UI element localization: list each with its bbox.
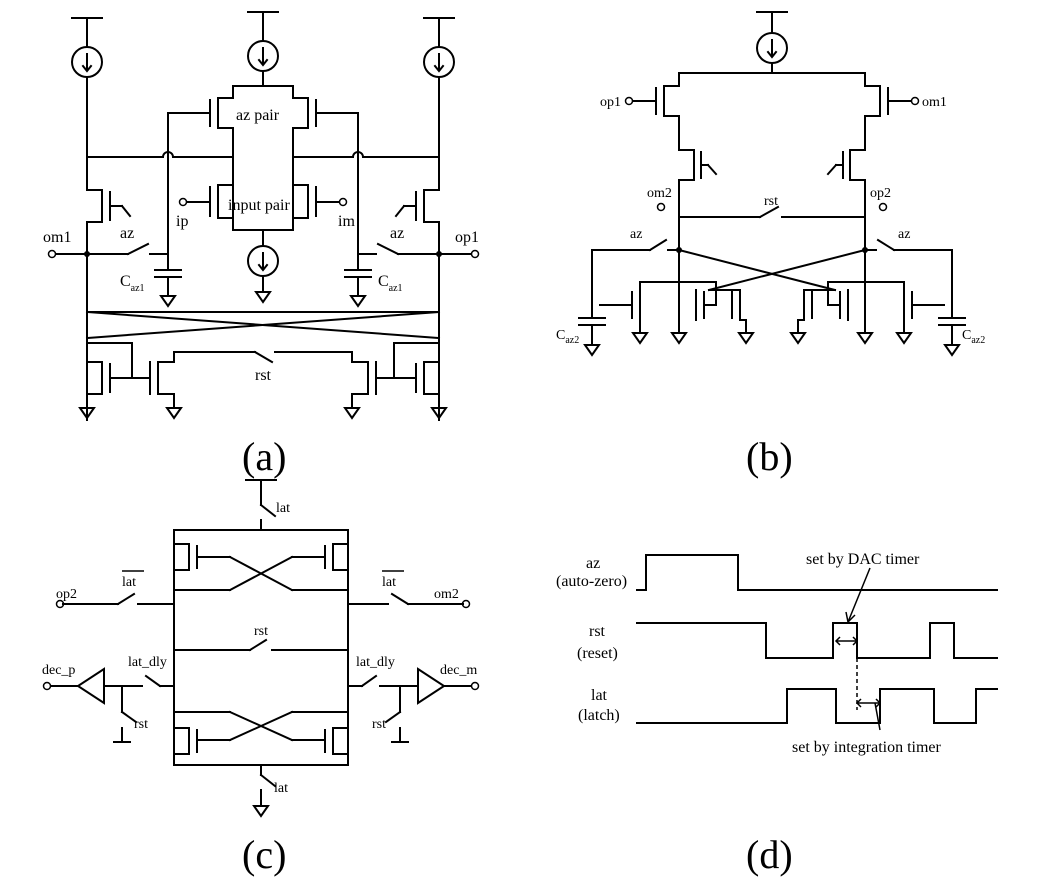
d-lat-name: lat xyxy=(591,687,608,704)
d-lat-desc: (latch) xyxy=(578,707,620,724)
a-cap-left-label: Caz1 xyxy=(120,273,145,294)
c-dec-m-label: dec_m xyxy=(440,663,477,678)
a-ip-label: ip xyxy=(176,213,188,230)
panel-b-caption: (b) xyxy=(746,434,793,479)
a-rst-label: rst xyxy=(255,367,272,384)
b-az-left-label: az xyxy=(630,227,642,242)
a-op1-label: op1 xyxy=(455,229,479,246)
panel-a-schematic xyxy=(47,11,480,421)
b-op1-label: op1 xyxy=(600,95,621,110)
b-op2-label: op2 xyxy=(870,186,891,201)
d-note-dac: set by DAC timer xyxy=(806,551,920,568)
panel-c-caption: (c) xyxy=(242,832,286,877)
a-im-label: im xyxy=(338,213,355,230)
b-rst-label: rst xyxy=(764,194,778,209)
c-rst-mid-label: rst xyxy=(254,624,268,639)
b-az-right-label: az xyxy=(898,227,910,242)
c-dec-p-label: dec_p xyxy=(42,663,75,678)
b-om2-label: om2 xyxy=(647,186,672,201)
a-az-left-label: az xyxy=(120,225,134,242)
d-az-name: az xyxy=(586,555,600,572)
d-az-desc: (auto-zero) xyxy=(556,573,627,590)
panel-d-waveforms xyxy=(636,554,998,731)
d-rst-desc: (reset) xyxy=(577,645,618,662)
rst-waveform xyxy=(636,622,998,659)
a-om1-label: om1 xyxy=(43,229,71,246)
c-lat-dly-right-label: lat_dly xyxy=(356,655,395,670)
b-cap-right-label: Caz2 xyxy=(962,328,985,346)
a-cap-right-label: Caz1 xyxy=(378,273,403,294)
c-latb-right-label: lat xyxy=(382,575,396,590)
panel-c-schematic xyxy=(42,479,480,818)
b-om1-label: om1 xyxy=(922,95,947,110)
panel-b-schematic xyxy=(578,11,966,357)
c-lat-top-label: lat xyxy=(276,501,290,516)
c-op2-label: op2 xyxy=(56,587,77,602)
az-waveform xyxy=(636,554,998,591)
c-lat-bottom-label: lat xyxy=(274,781,288,796)
lat-waveform xyxy=(636,688,998,724)
c-rst-right-label: rst xyxy=(372,717,386,732)
c-latb-left-label: lat xyxy=(122,575,136,590)
a-input-pair-label: input pair xyxy=(228,197,290,214)
c-om2-label: om2 xyxy=(434,587,459,602)
panel-d-caption: (d) xyxy=(746,832,793,877)
a-az-right-label: az xyxy=(390,225,404,242)
a-az-pair-label: az pair xyxy=(236,107,280,124)
c-lat-dly-left-label: lat_dly xyxy=(128,655,167,670)
d-note-int: set by integration timer xyxy=(792,739,942,756)
c-rst-left-label: rst xyxy=(134,717,148,732)
d-rst-name: rst xyxy=(589,623,606,640)
panel-a-caption: (a) xyxy=(242,434,286,479)
b-cap-left-label: Caz2 xyxy=(556,328,579,346)
